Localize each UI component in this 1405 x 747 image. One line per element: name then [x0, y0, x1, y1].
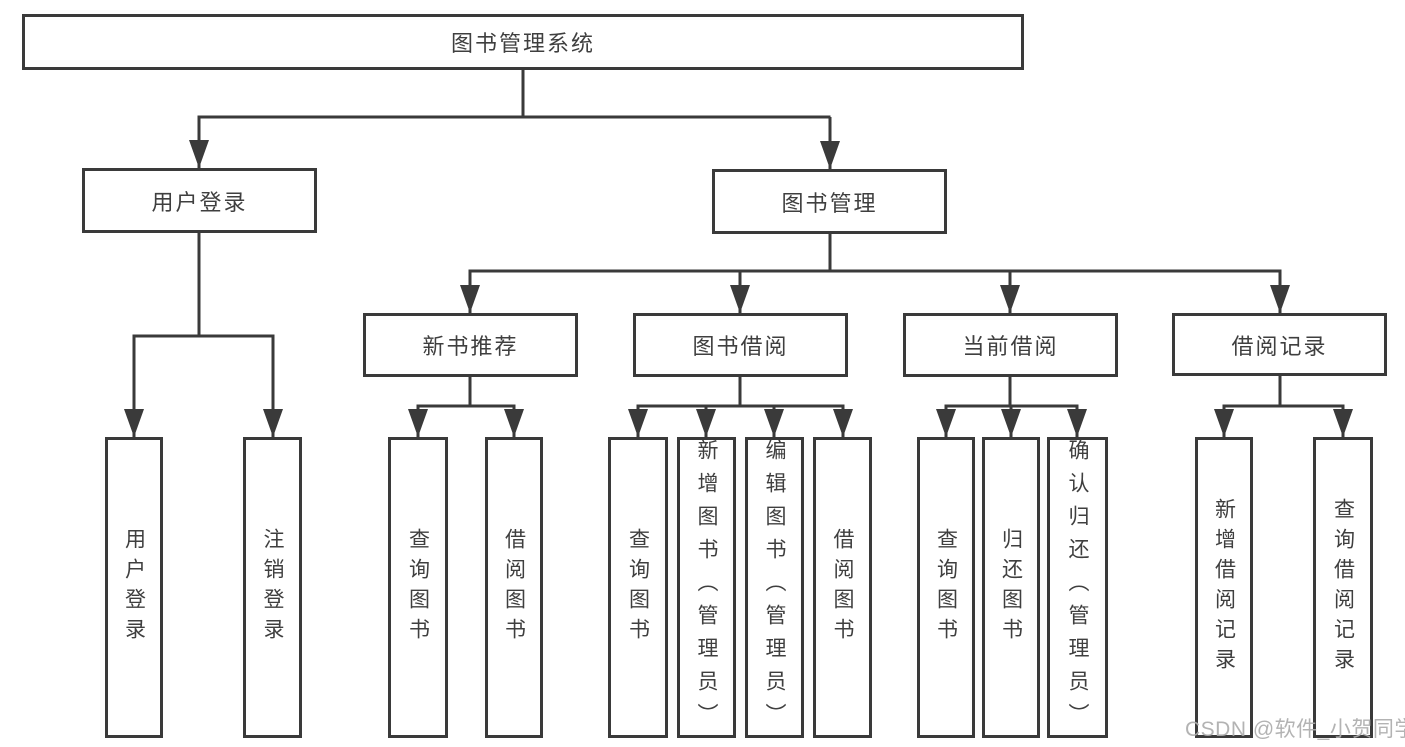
leaf-query-book-newbooks-label: 查询图书 — [406, 527, 430, 648]
node-current-borrow: 当前借阅 — [903, 313, 1118, 377]
node-borrow-records-label: 借阅记录 — [1231, 333, 1328, 359]
leaf-edit-book-admin-label: 编辑图书（管理员） — [763, 439, 786, 736]
leaf-add-book-admin-label: 新增图书（管理员） — [695, 439, 718, 736]
node-root-label: 图书管理系统 — [450, 31, 595, 56]
leaf-logout: 注销登录 — [243, 437, 302, 738]
leaf-borrow-book-newbooks-label: 借阅图书 — [502, 527, 526, 648]
node-new-books-label: 新书推荐 — [422, 334, 519, 359]
connector-root-to-level2 — [189, 69, 840, 169]
leaf-borrow-book-borrowgroup-label: 借阅图书 — [831, 527, 854, 648]
leaf-borrow-book-newbooks: 借阅图书 — [485, 437, 543, 738]
leaf-add-borrow-record-label: 新增借阅记录 — [1212, 497, 1236, 678]
connector-new-books-to-leaves — [408, 377, 524, 437]
leaf-edit-book-admin: 编辑图书（管理员） — [745, 437, 804, 738]
connector-borrow-records-to-leaves — [1214, 376, 1353, 437]
node-user-login: 用户登录 — [82, 168, 317, 233]
leaf-confirm-return-admin: 确认归还（管理员） — [1047, 437, 1108, 738]
leaf-logout-label: 注销登录 — [261, 527, 284, 648]
leaf-query-borrow-record: 查询借阅记录 — [1313, 437, 1373, 738]
node-root-library-system: 图书管理系统 — [22, 14, 1024, 70]
connector-book-mgmt-to-level3 — [460, 234, 1290, 313]
leaf-user-login: 用户登录 — [105, 437, 163, 738]
leaf-confirm-return-admin-label: 确认归还（管理员） — [1066, 439, 1089, 736]
node-current-borrow-label: 当前借阅 — [962, 334, 1059, 359]
leaf-query-borrow-record-label: 查询借阅记录 — [1331, 497, 1355, 678]
leaf-query-book-borrowgroup-label: 查询图书 — [626, 527, 650, 648]
connector-user-login-to-leaves — [124, 232, 283, 437]
node-borrow-records: 借阅记录 — [1172, 313, 1387, 376]
node-user-login-label: 用户登录 — [151, 189, 248, 215]
leaf-return-book: 归还图书 — [982, 437, 1040, 738]
leaf-borrow-book-borrowgroup: 借阅图书 — [813, 437, 872, 738]
leaf-query-book-currentgroup-label: 查询图书 — [934, 527, 958, 648]
leaf-query-book-currentgroup: 查询图书 — [917, 437, 975, 738]
connector-book-borrow-to-leaves — [628, 377, 853, 437]
node-book-mgmt: 图书管理 — [712, 169, 947, 234]
leaf-add-book-admin: 新增图书（管理员） — [677, 437, 736, 738]
connector-current-borrow-to-leaves — [936, 377, 1087, 437]
leaf-query-book-newbooks: 查询图书 — [388, 437, 448, 738]
leaf-query-book-borrowgroup: 查询图书 — [608, 437, 668, 738]
leaf-user-login-label: 用户登录 — [122, 527, 146, 648]
node-book-borrow: 图书借阅 — [633, 313, 848, 377]
leaf-add-borrow-record: 新增借阅记录 — [1195, 437, 1253, 738]
node-book-mgmt-label: 图书管理 — [781, 190, 878, 216]
node-new-books: 新书推荐 — [363, 313, 578, 377]
node-book-borrow-label: 图书借阅 — [692, 334, 789, 359]
csdn-watermark: CSDN @软件_小贺同学 — [1185, 718, 1405, 741]
leaf-return-book-label: 归还图书 — [999, 527, 1023, 648]
